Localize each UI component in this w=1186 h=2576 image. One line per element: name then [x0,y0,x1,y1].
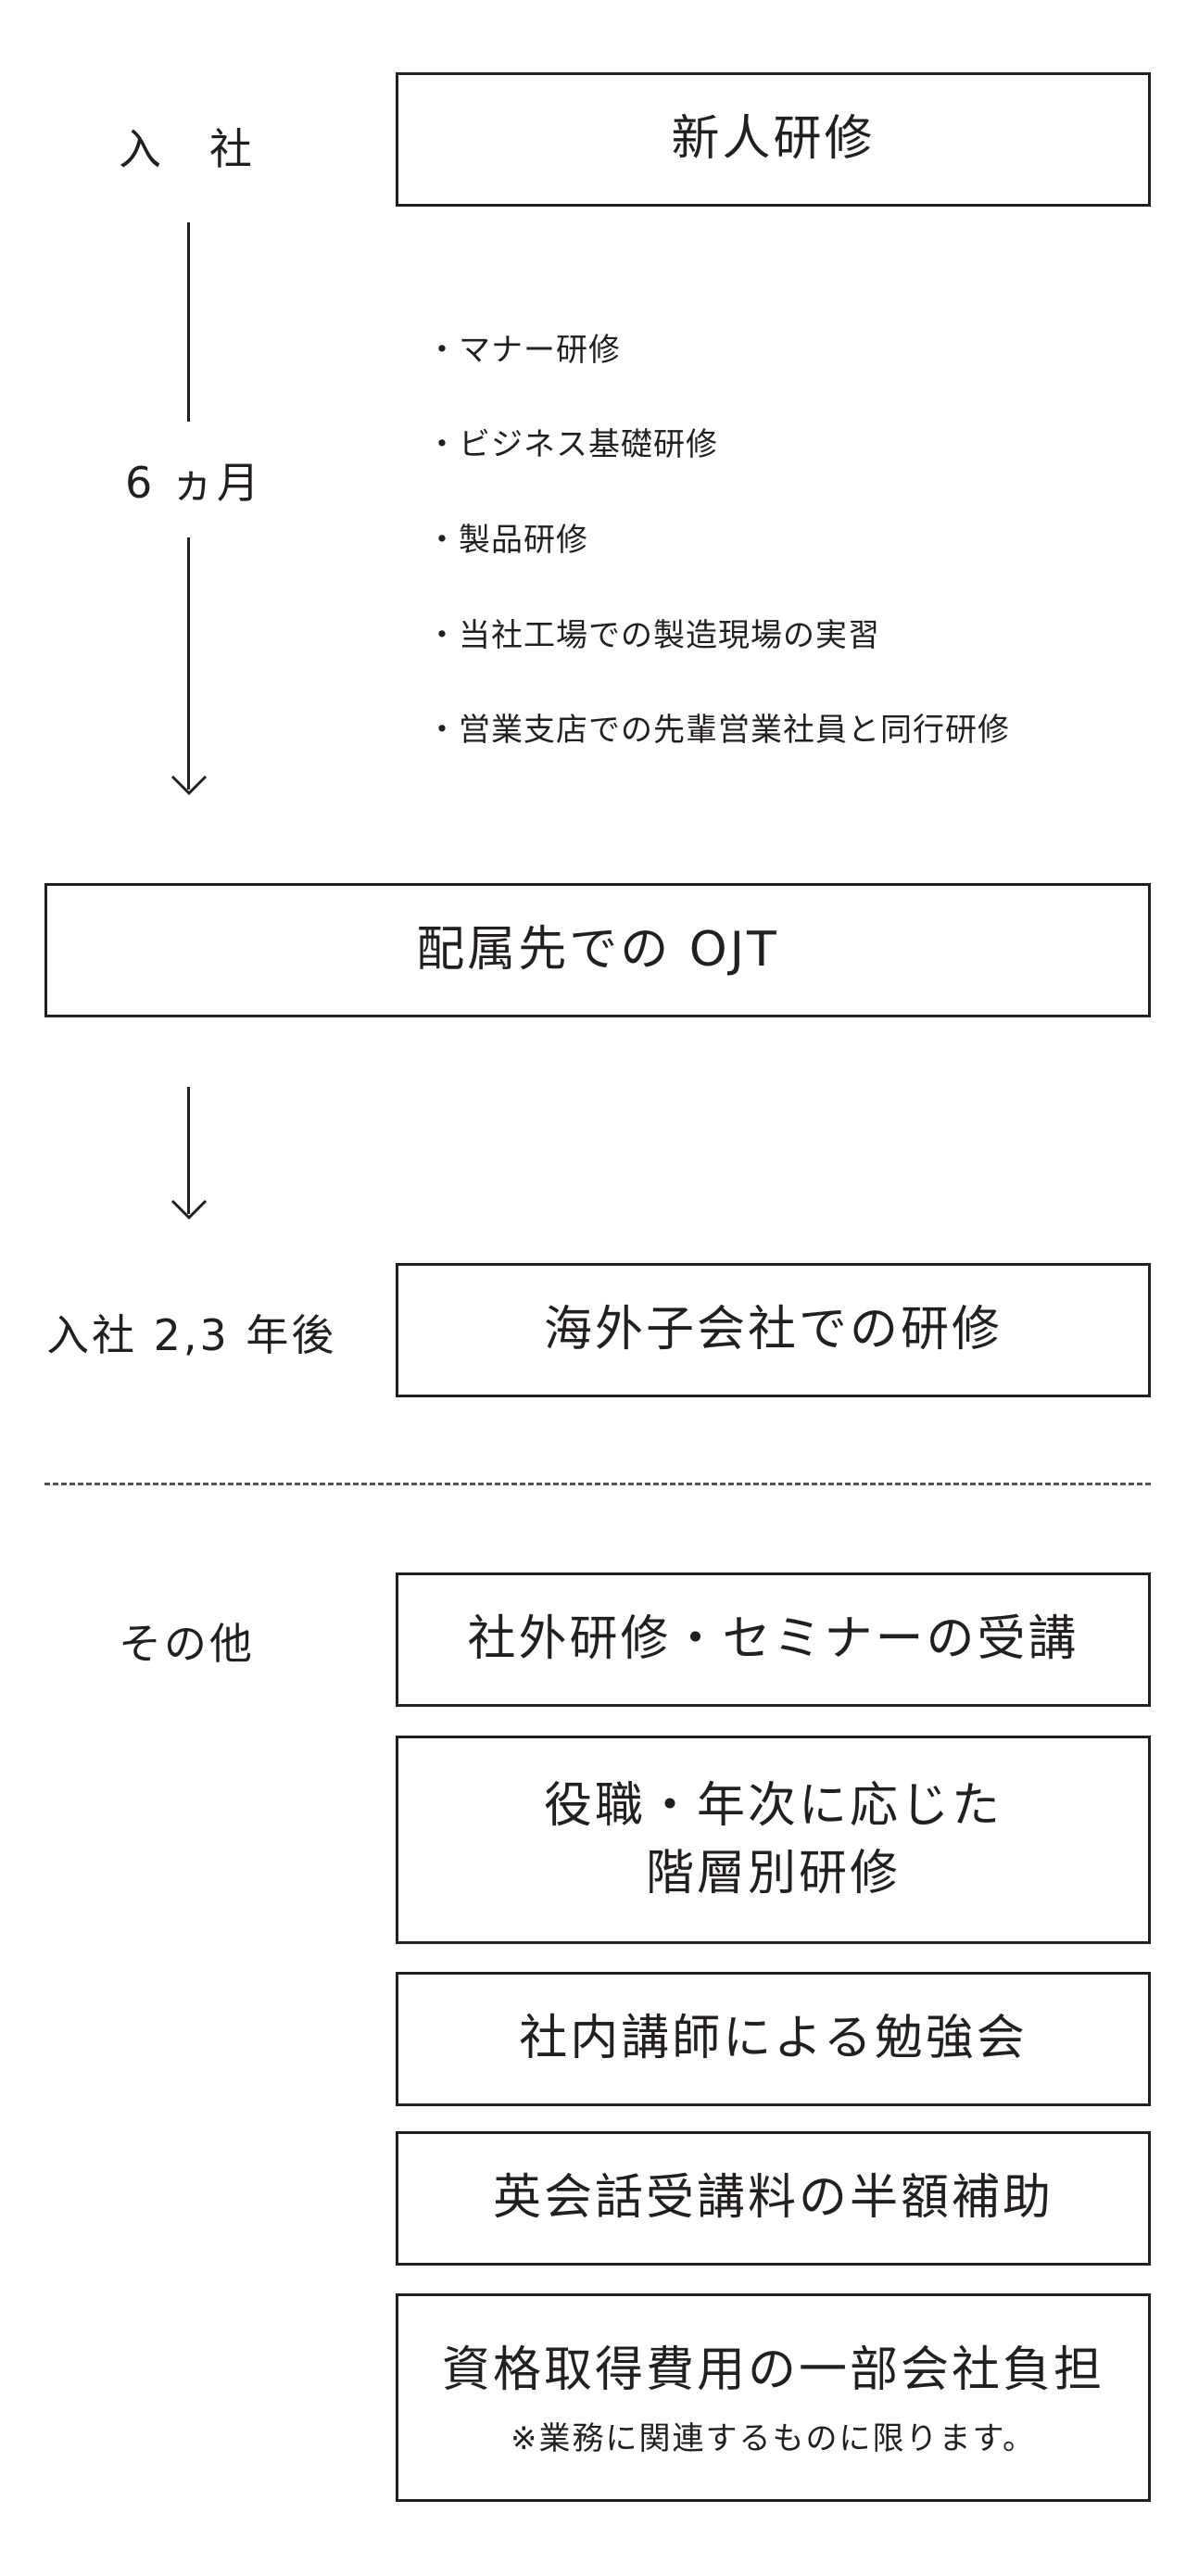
certification-subsidy-title: 資格取得費用の一部会社負担 [441,2342,1104,2398]
overseas-training-title: 海外子会社での研修 [543,1302,1003,1358]
six-months-label: 6 ヵ月 [125,458,262,508]
training-item-manners: ・マナー研修 [426,332,621,369]
entry-label: 入 社 [119,124,255,174]
external-seminar-box: 社外研修・セミナーの受講 [396,1572,1151,1707]
section-divider [44,1483,1151,1485]
external-seminar-title: 社外研修・セミナーの受講 [467,1611,1079,1668]
rank-based-training-box: 役職・年次に応じた 階層別研修 [396,1736,1151,1944]
training-item-products: ・製品研修 [426,522,588,559]
training-item-business-basics: ・ビジネス基礎研修 [426,426,718,463]
ojt-box: 配属先での OJT [44,883,1151,1017]
new-hire-training-box: 新人研修 [396,72,1151,207]
english-subsidy-box: 英会話受講料の半額補助 [396,2131,1151,2266]
timeline-line-lower [187,537,190,789]
english-subsidy-title: 英会話受講料の半額補助 [492,2170,1054,2227]
ojt-title: 配属先での OJT [416,922,779,979]
other-label: その他 [119,1619,255,1669]
certification-subsidy-note: ※業務に関連するものに限ります。 [510,2420,1037,2458]
timeline-line-upper [187,222,190,422]
certification-subsidy-box: 資格取得費用の一部会社負担 ※業務に関連するものに限ります。 [396,2293,1151,2502]
training-item-sales: ・営業支店での先輩営業社員と同行研修 [426,712,1010,749]
internal-study-title: 社内講師による勉強会 [519,2011,1028,2067]
rank-based-training-line1: 役職・年次に応じた [543,1777,1003,1834]
new-hire-training-title: 新人研修 [671,111,876,168]
overseas-training-box: 海外子会社での研修 [396,1263,1151,1397]
training-item-factory: ・当社工場での製造現場の実習 [426,617,880,654]
timeline-line-ojt [187,1087,190,1214]
arrow-down-icon [170,1199,208,1220]
rank-based-training-line2: 階層別研修 [645,1845,901,1901]
arrow-down-icon [170,775,208,796]
after-years-label: 入社 2,3 年後 [46,1310,337,1360]
internal-study-box: 社内講師による勉強会 [396,1972,1151,2106]
